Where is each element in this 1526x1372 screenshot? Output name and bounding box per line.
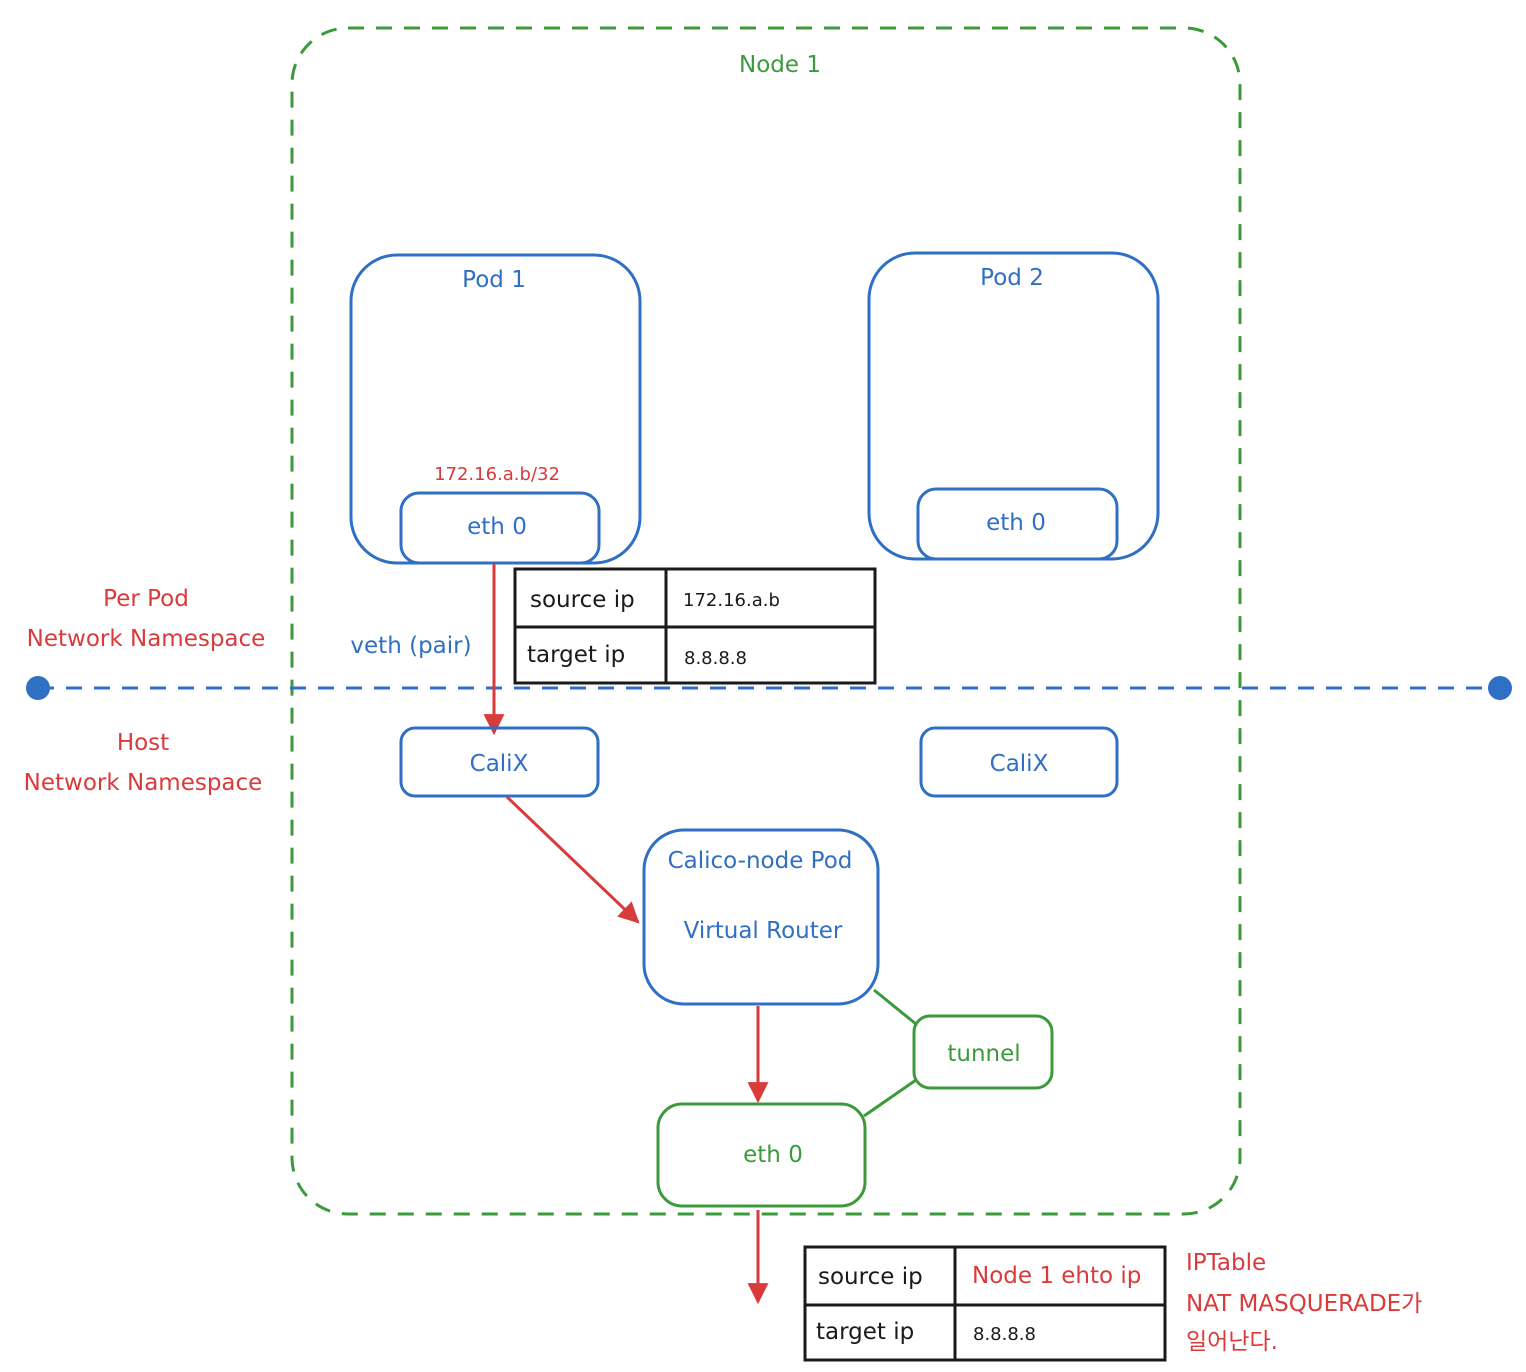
pod-1-eth0-box — [399, 491, 601, 565]
virtual-router-label: Virtual Router — [684, 918, 843, 944]
tunnel-link-router — [873, 988, 917, 1026]
per-pod-namespace-label-line2: Network Namespace — [27, 626, 266, 652]
packet-before-source-label: source ip — [530, 587, 635, 613]
veth-pair-label: veth (pair) — [350, 633, 471, 659]
packet-before-target-value: 8.8.8.8 — [684, 648, 747, 669]
packet-before-target-label: target ip — [527, 642, 625, 668]
per-pod-namespace-label-line1: Per Pod — [103, 586, 189, 612]
packet-after-target-value: 8.8.8.8 — [973, 1324, 1036, 1345]
tunnel-box — [912, 1014, 1054, 1090]
nat-note-line2: NAT MASQUERADE가 — [1186, 1291, 1422, 1317]
pod-2-eth0-box — [916, 487, 1119, 561]
packet-table-after: source ip Node 1 ehto ip target ip 8.8.8… — [803, 1245, 1167, 1362]
host-namespace-label-line1: Host — [117, 730, 169, 756]
packet-before-source-value: 172.16.a.b — [683, 590, 780, 611]
packet-after-target-label: target ip — [816, 1319, 914, 1345]
host-namespace-label-line2: Network Namespace — [24, 770, 263, 796]
host-eth0-label: eth 0 — [743, 1142, 803, 1168]
host-eth0-box — [656, 1102, 867, 1208]
divider-endpoint-left — [26, 676, 50, 700]
packet-after-source-value: Node 1 ehto ip — [972, 1263, 1141, 1289]
nat-note-line1: IPTable — [1186, 1250, 1266, 1276]
cali-2-box — [919, 726, 1119, 798]
pod-1-label: Pod 1 — [462, 267, 526, 293]
pod-2-eth0-label: eth 0 — [986, 510, 1046, 536]
arrow-cali-to-router — [505, 795, 640, 924]
packet-after-source-label: source ip — [818, 1264, 923, 1290]
divider-endpoint-right — [1488, 676, 1512, 700]
cali-1-label: CaliX — [470, 751, 529, 777]
calico-node-pod-title: Calico-node Pod — [668, 848, 853, 874]
node-boundary — [290, 26, 1242, 1216]
calico-node-pod-box — [642, 828, 880, 1006]
tunnel-label: tunnel — [947, 1041, 1020, 1067]
pod-2-label: Pod 2 — [980, 265, 1044, 291]
cali-1-box — [399, 726, 600, 798]
packet-table-before: source ip 172.16.a.b target ip 8.8.8.8 — [513, 567, 877, 685]
nat-note-line3: 일어난다. — [1186, 1329, 1278, 1355]
pod-1-ip-label: 172.16.a.b/32 — [434, 464, 560, 485]
cali-2-label: CaliX — [990, 751, 1049, 777]
node-label: Node 1 — [739, 52, 821, 78]
tunnel-link-eth0 — [863, 1078, 917, 1118]
pod-1-eth0-label: eth 0 — [467, 514, 527, 540]
